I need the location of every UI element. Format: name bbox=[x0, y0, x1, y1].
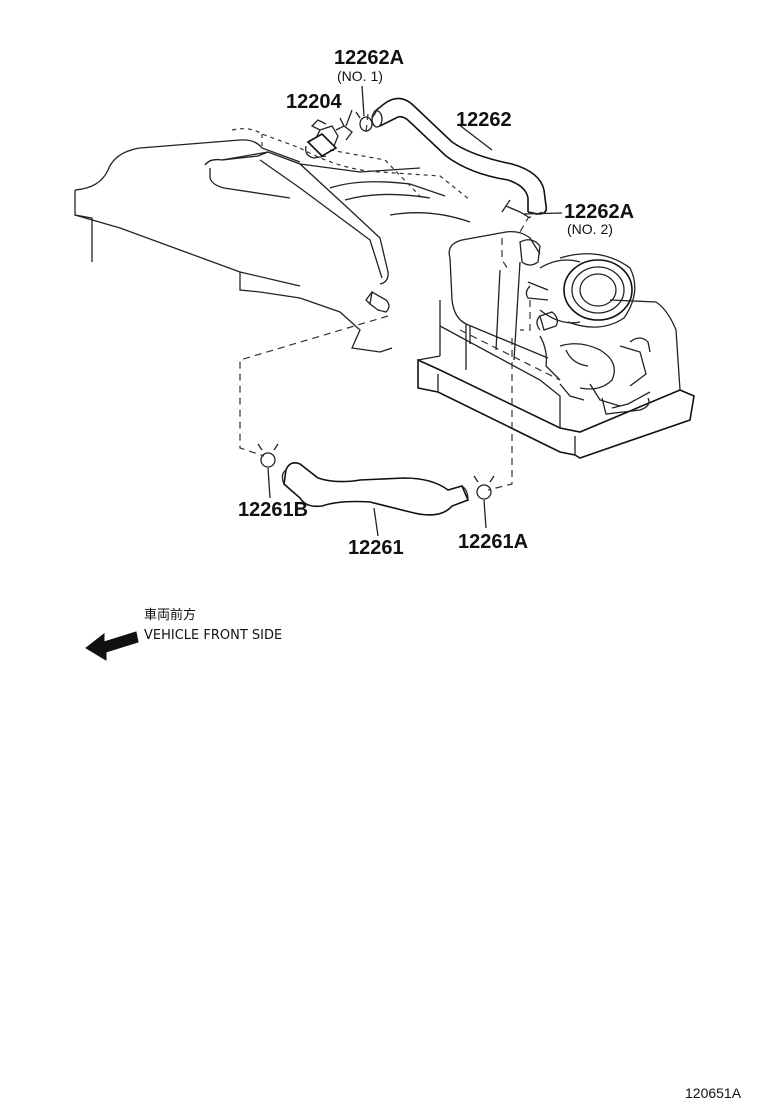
hose-clip-12262a-no2 bbox=[501, 199, 531, 219]
illustration-id: 120651A bbox=[685, 1085, 742, 1101]
ventilation-hose-12261 bbox=[281, 462, 470, 516]
hose-clip-12262a-no1 bbox=[355, 111, 377, 132]
vehicle-front-english: VEHICLE FRONT SIDE bbox=[144, 628, 282, 643]
label-12261: 12261 bbox=[348, 537, 404, 559]
hose-clip-12261a bbox=[473, 475, 495, 500]
label-12261b: 12261B bbox=[238, 499, 308, 521]
engine-head-outline bbox=[74, 128, 471, 353]
throttle-body-assembly bbox=[417, 230, 695, 459]
vehicle-front-arrow-icon bbox=[85, 631, 139, 661]
pcv-valve-12204 bbox=[305, 117, 353, 159]
label-12262a-no2: 12262A bbox=[564, 201, 634, 223]
vehicle-front-japanese: 車両前方 bbox=[144, 607, 196, 623]
label-12262a-no1: 12262A bbox=[334, 47, 404, 69]
label-12262: 12262 bbox=[456, 109, 512, 131]
label-12261a: 12261A bbox=[458, 531, 528, 553]
label-12262a-no2-note: (NO. 2) bbox=[567, 221, 613, 237]
callout-leaders bbox=[267, 85, 563, 537]
hose-clip-12261b bbox=[257, 443, 279, 468]
ventilation-hose-12262 bbox=[371, 97, 548, 215]
label-12204: 12204 bbox=[286, 91, 342, 113]
label-12262a-no1-note: (NO. 1) bbox=[337, 68, 383, 84]
